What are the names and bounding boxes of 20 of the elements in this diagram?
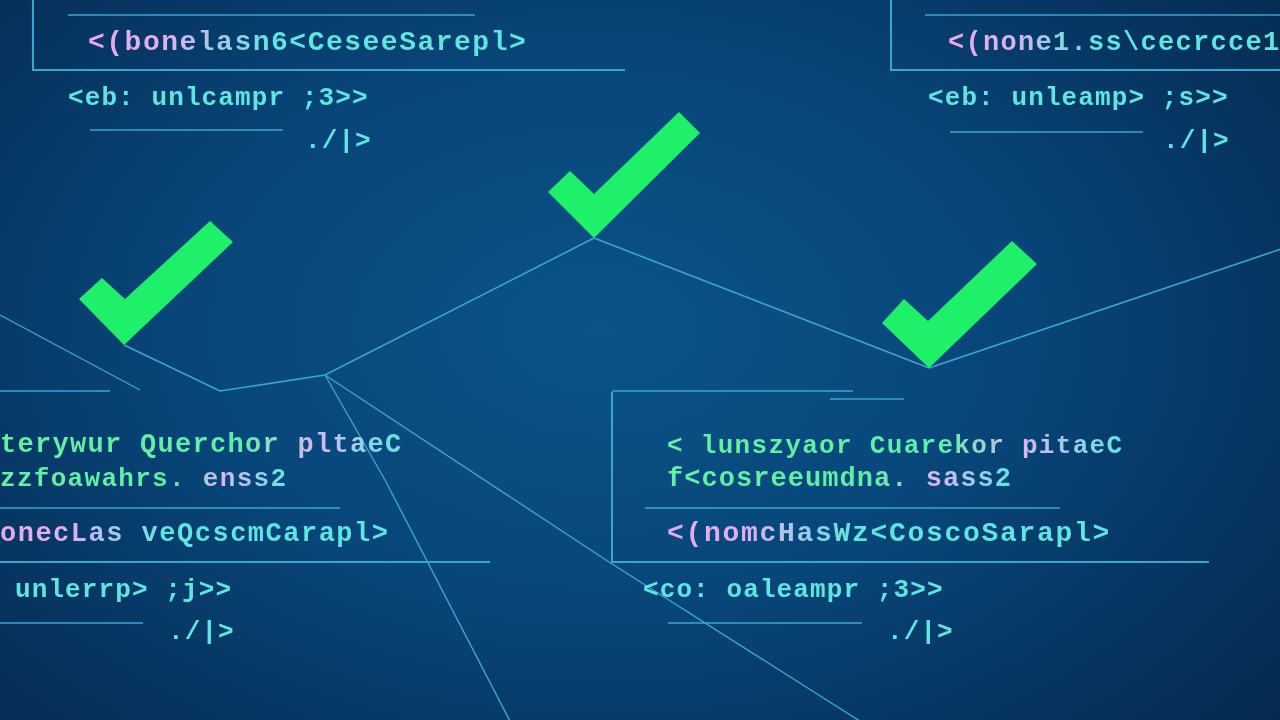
code-text: ./|> [1163, 126, 1230, 156]
code-text: ./|> [168, 617, 235, 647]
code-text: ./|> [305, 126, 372, 156]
code-text: <eb: unlcampr ;3>> [68, 83, 369, 113]
code-text: < lunszyaor Cuarekor pitaeC [667, 431, 1124, 461]
code-text: <eb: unleamp> ;s>> [928, 83, 1229, 113]
code-text: onecLas veQcscmCarapl> [0, 518, 390, 550]
code-panel [890, 0, 1280, 71]
connector-line [123, 237, 595, 392]
code-text: <(bonelasn6<CeseeSarepl> [88, 27, 528, 59]
code-text: unlerrp> ;j>> [15, 575, 233, 605]
code-text: <(none1.ss\cecrcce1 [948, 27, 1280, 59]
checkmark-icon [79, 221, 233, 345]
code-panel [611, 392, 1209, 563]
code-panel [32, 0, 625, 71]
code-text: terywur Querchor pltaeC [0, 429, 403, 461]
checkmark-icon [882, 241, 1037, 368]
checkmark-icon [548, 112, 700, 238]
code-text: ./|> [887, 617, 954, 647]
connector-line [593, 237, 930, 369]
